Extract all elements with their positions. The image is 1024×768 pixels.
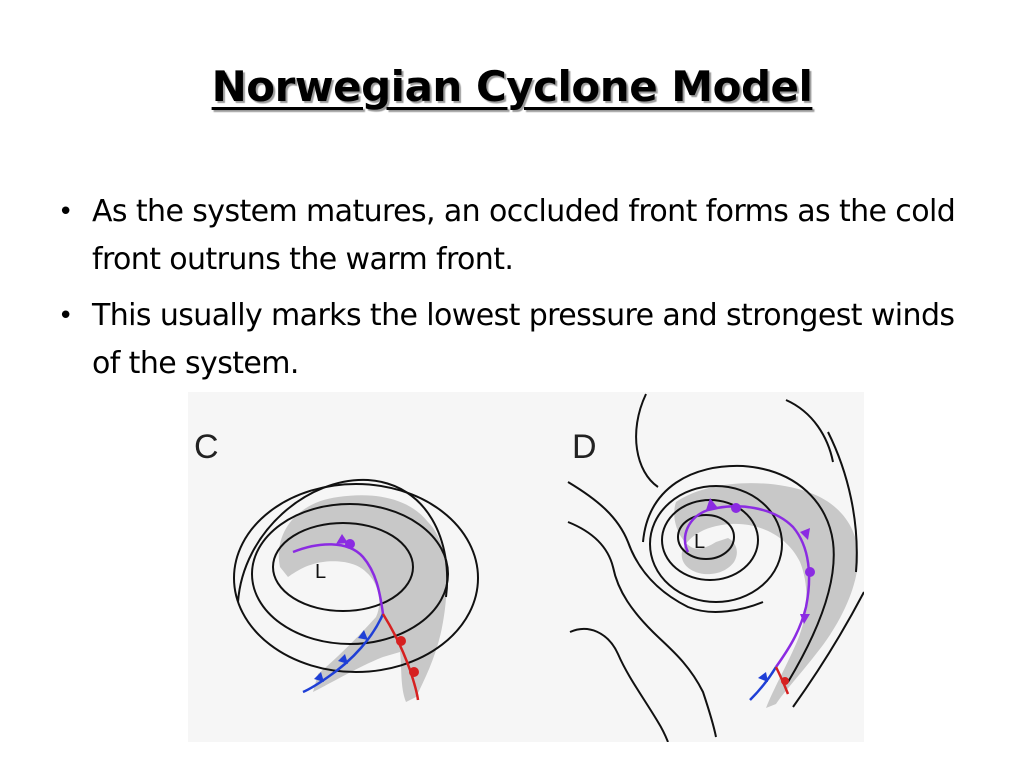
panel-d-isobar [649, 485, 783, 603]
panel-c-warm-front-bump [396, 636, 406, 646]
cyclone-diagram: C L D [188, 392, 864, 742]
panel-d-cold-front [749, 666, 778, 701]
panel-d-isobar [567, 481, 764, 613]
panel-c-label: C [194, 428, 219, 466]
bullet-dot-icon: • [58, 197, 73, 227]
panel-d-occluded-symbol [731, 503, 741, 513]
panel-c-isobar [233, 483, 479, 673]
panel-c-low-label: L [315, 561, 326, 583]
panel-c-cold-front-triangle [338, 654, 348, 664]
slide-title: Norwegian Cyclone Model [211, 62, 813, 111]
bullet-item: • As the system matures, an occluded fro… [58, 188, 958, 284]
bullet-list: • As the system matures, an occluded fro… [58, 188, 958, 396]
panel-d-cold-front-triangle [758, 672, 768, 682]
panel-d-low-label: L [694, 531, 705, 553]
panel-d-isobar [635, 393, 659, 488]
panel-d-warm-front-bump [781, 677, 789, 685]
bullet-item: • This usually marks the lowest pressure… [58, 292, 958, 388]
panel-d: D L [567, 393, 864, 742]
panel-d-occluded-front [683, 505, 811, 668]
bullet-text: As the system matures, an occluded front… [92, 194, 956, 277]
panel-d-label: D [572, 428, 597, 466]
panel-d-isobar [677, 514, 735, 560]
panel-d-isobar [785, 399, 834, 463]
panel-d-occluded-symbol [800, 614, 810, 624]
panel-c-cold-front [302, 613, 385, 694]
panel-c-occluded-symbol [336, 534, 348, 544]
panel-d-isobar [792, 591, 864, 708]
panel-c: C L [194, 428, 479, 702]
bullet-dot-icon: • [58, 301, 73, 331]
panel-d-cloud-shading [674, 483, 859, 708]
panel-d-occluded-symbol [805, 567, 815, 577]
panel-d-occluded-symbol [706, 498, 718, 510]
panel-d-isobar [642, 464, 835, 683]
panel-c-cold-front-triangle [358, 630, 368, 640]
panel-c-occluded-front [292, 543, 385, 615]
bullet-text: This usually marks the lowest pressure a… [92, 298, 955, 381]
panel-c-isobar [237, 478, 449, 603]
panel-c-warm-front-bump [409, 667, 419, 677]
panel-c-cold-front-triangle [314, 672, 324, 682]
panel-d-isobar [567, 521, 717, 738]
panel-d-isobar [569, 628, 669, 742]
panel-d-isobar [827, 431, 858, 573]
panel-d-occluded-symbol [800, 528, 810, 540]
panel-c-isobar [272, 522, 414, 612]
panel-c-occluded-symbol [345, 539, 355, 549]
